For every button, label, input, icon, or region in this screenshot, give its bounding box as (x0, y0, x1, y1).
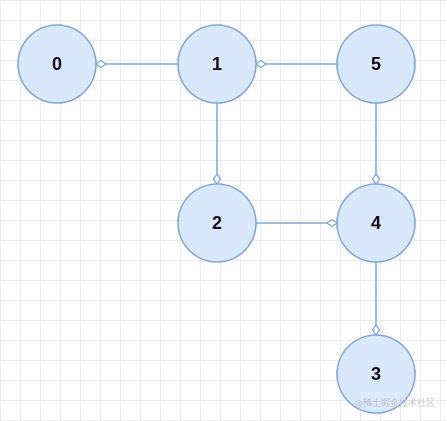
node-circle (336, 183, 416, 263)
edge-2-4 (256, 218, 339, 228)
node-label: 1 (212, 54, 222, 74)
node-label: 5 (371, 54, 381, 74)
node-circle (336, 24, 416, 104)
edge-diamond-marker (94, 59, 108, 69)
edge-1-0 (94, 59, 178, 69)
node-circle (336, 334, 416, 414)
edges-layer (94, 59, 381, 337)
node-label: 4 (371, 213, 381, 233)
node-1[interactable]: 1 (177, 24, 257, 104)
node-circle (17, 24, 97, 104)
node-circle (177, 183, 257, 263)
node-label: 3 (371, 364, 381, 384)
edge-4-3 (371, 262, 381, 337)
edge-5-4 (371, 103, 381, 186)
edge-diamond-marker (371, 323, 381, 337)
node-label: 2 (212, 213, 222, 233)
node-5[interactable]: 5 (336, 24, 416, 104)
node-4[interactable]: 4 (336, 183, 416, 263)
edge-diamond-marker (371, 172, 381, 186)
edge-5-1 (254, 59, 337, 69)
edge-diamond-marker (325, 218, 339, 228)
node-3[interactable]: 3 (336, 334, 416, 414)
edge-diamond-marker (212, 172, 222, 186)
node-circle (177, 24, 257, 104)
edge-1-2 (212, 103, 222, 186)
nodes-layer: 0 1 5 2 4 3 (17, 24, 416, 414)
node-label: 0 (52, 54, 62, 74)
node-0[interactable]: 0 (17, 24, 97, 104)
watermark: @稀土掘金技术社区 (353, 399, 435, 409)
edge-diamond-marker (254, 59, 268, 69)
node-2[interactable]: 2 (177, 183, 257, 263)
